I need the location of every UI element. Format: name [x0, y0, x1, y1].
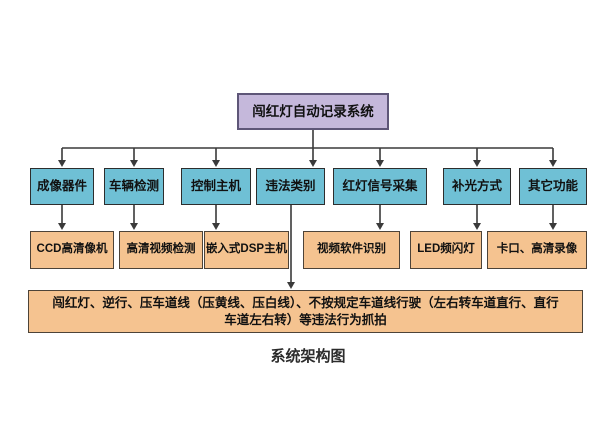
note-line-2: 车道左右转）等违法行为抓拍 — [224, 312, 387, 327]
node-label: 红灯信号采集 — [342, 179, 418, 194]
node-label: 高清视频检测 — [126, 243, 196, 256]
node-label: 嵌入式DSP主机 — [205, 243, 288, 256]
node-fill-light: 补光方式 — [443, 168, 511, 205]
arrowhead-icon — [473, 223, 481, 230]
node-label: 视频软件识别 — [317, 243, 386, 256]
arrowhead-icon — [376, 223, 384, 230]
node-label: 成像器件 — [36, 179, 87, 194]
node-led-strobe: LED频闪灯 — [410, 231, 482, 269]
node-vehicle-detection: 车辆检测 — [104, 168, 164, 205]
node-checkpoint-recording: 卡口、高清录像 — [487, 231, 587, 269]
node-red-light-signal: 红灯信号采集 — [333, 168, 427, 205]
node-label: 卡口、高清录像 — [496, 243, 578, 256]
arrowhead-icon — [130, 160, 138, 167]
arrowhead-icon — [287, 282, 295, 289]
arrowhead-icon — [212, 223, 220, 230]
node-imaging: 成像器件 — [30, 168, 94, 205]
node-video-software-recognition: 视频软件识别 — [303, 231, 400, 269]
note-line-1: 闯红灯、逆行、压车道线（压黄线、压白线）、不按规定车道线行驶（左右转车道直行、直… — [52, 295, 559, 310]
arrowhead-icon — [58, 223, 66, 230]
node-label: CCD高清像机 — [36, 243, 108, 256]
arrowhead-icon — [473, 160, 481, 167]
node-root: 闯红灯自动记录系统 — [237, 93, 389, 130]
node-control-host: 控制主机 — [181, 168, 251, 205]
node-label: 控制主机 — [190, 179, 241, 194]
arrowhead-icon — [309, 160, 317, 167]
node-label: 违法类别 — [265, 179, 316, 194]
arrowhead-icon — [549, 160, 557, 167]
node-label: 车辆检测 — [108, 179, 159, 194]
arrowhead-icon — [212, 160, 220, 167]
node-violation-type: 违法类别 — [256, 168, 325, 205]
node-label: 其它功能 — [527, 179, 578, 194]
diagram-caption: 系统架构图 — [270, 348, 346, 365]
node-violation-capture-note: 闯红灯、逆行、压车道线（压黄线、压白线）、不按规定车道线行驶（左右转车道直行、直… — [28, 290, 583, 333]
node-label: 闯红灯自动记录系统 — [252, 103, 374, 119]
node-hd-video-detection: 高清视频检测 — [119, 231, 203, 269]
node-label: 补光方式 — [451, 179, 502, 194]
arrowhead-icon — [376, 160, 384, 167]
node-label: LED频闪灯 — [417, 243, 475, 256]
node-other-functions: 其它功能 — [519, 168, 587, 205]
node-dsp-host: 嵌入式DSP主机 — [204, 231, 289, 269]
arrowhead-icon — [130, 223, 138, 230]
node-ccd-camera: CCD高清像机 — [30, 231, 114, 269]
arrowhead-icon — [549, 223, 557, 230]
arrowhead-icon — [58, 160, 66, 167]
